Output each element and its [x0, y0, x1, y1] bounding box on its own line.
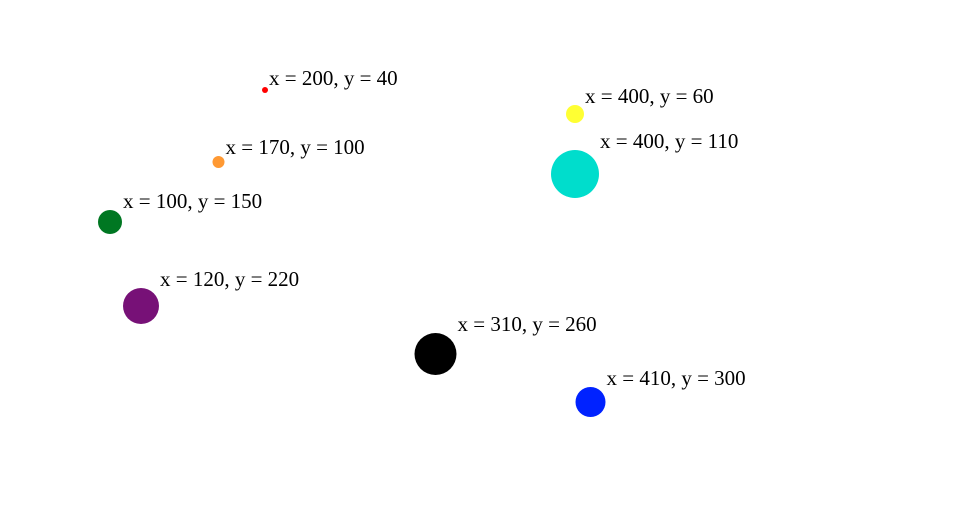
scatter-point: [551, 150, 599, 198]
scatter-point: [414, 333, 457, 375]
scatter-point: [262, 87, 268, 93]
point-label: x = 170, y = 100: [226, 135, 365, 159]
scatter-point: [123, 288, 159, 324]
point-label: x = 100, y = 150: [123, 189, 262, 213]
point-label: x = 310, y = 260: [458, 312, 597, 336]
point-label: x = 410, y = 300: [607, 366, 746, 390]
point-label: x = 200, y = 40: [269, 66, 398, 90]
point-label: x = 400, y = 110: [600, 129, 738, 153]
labels-layer: x = 200, y = 40 x = 400, y = 60 x = 170, y…: [123, 66, 746, 390]
point-label: x = 400, y = 60: [585, 84, 714, 108]
points-layer: [98, 87, 606, 417]
scatter-point: [575, 387, 606, 417]
scatter-point: [98, 210, 122, 234]
scatter-point: [212, 156, 225, 168]
scatter-point: [566, 105, 584, 123]
point-label: x = 120, y = 220: [160, 267, 299, 291]
